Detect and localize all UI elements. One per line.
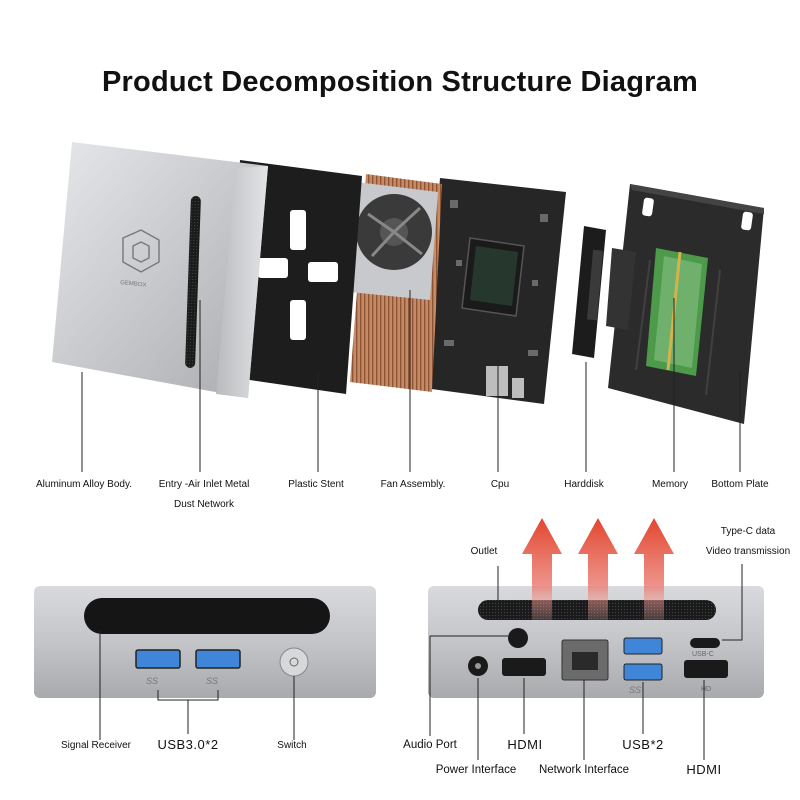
hdmi-port-1 [502, 658, 546, 676]
label-network-interface: Network Interface [538, 764, 630, 776]
label-typec-line1: Type-C data [720, 526, 776, 537]
harddisk-ssd [572, 226, 606, 358]
label-outlet: Outlet [470, 546, 498, 557]
ss-mark-1: SS [146, 676, 158, 686]
label-audio-port: Audio Port [403, 739, 457, 751]
ss-mark-rear: SS [629, 685, 641, 695]
ss-mark-2: SS [206, 676, 218, 686]
svg-text:GEMBOX: GEMBOX [120, 280, 147, 289]
hd-mark: HD [701, 686, 711, 693]
label-usb2: USB*2 [622, 737, 664, 752]
page-title: Product Decomposition Structure Diagram [102, 66, 698, 98]
aluminum-body: GEMBOX [52, 142, 268, 398]
airflow-arrows [522, 518, 674, 620]
usb-c-mark: USB-C [692, 651, 714, 658]
label-bottom-plate: Bottom Plate [711, 479, 769, 490]
usb-c-port [690, 638, 720, 648]
label-signal-receiver: Signal Receiver [60, 740, 132, 751]
memory-module [646, 248, 708, 376]
front-leader-lines [99, 630, 295, 740]
usb2-port-2 [623, 663, 663, 681]
label-typec-line2: Video transmission [705, 546, 791, 557]
label-aluminum-body: Aluminum Alloy Body. [36, 479, 132, 490]
memory-slot [606, 248, 636, 330]
usb3-port-1 [135, 649, 181, 669]
label-cpu: Cpu [490, 479, 510, 490]
usb3-port-2 [195, 649, 241, 669]
label-dust-network-line1: Entry -Air Inlet Metal [158, 479, 250, 490]
power-switch [279, 647, 309, 677]
hdmi-port-2 [684, 660, 728, 678]
rear-leader-lines [429, 564, 743, 760]
front-view-device [34, 586, 376, 698]
label-harddisk: Harddisk [564, 479, 604, 490]
label-fan-assembly: Fan Assembly. [380, 479, 446, 490]
label-power-interface: Power Interface [435, 764, 517, 776]
label-hdmi-2: HDMI [686, 762, 722, 777]
label-memory: Memory [651, 479, 689, 490]
audio-jack [508, 628, 528, 648]
label-dust-network-line2: Dust Network [173, 499, 235, 510]
fan-assembly [350, 174, 442, 392]
label-switch: Switch [277, 740, 307, 751]
label-usb3: USB3.0*2 [157, 737, 219, 752]
label-plastic-stent: Plastic Stent [288, 479, 344, 490]
usb2-port-1 [623, 637, 663, 655]
exploded-leader-lines [81, 290, 741, 472]
motherboard-cpu [424, 178, 566, 404]
label-hdmi-1: HDMI [507, 737, 543, 752]
